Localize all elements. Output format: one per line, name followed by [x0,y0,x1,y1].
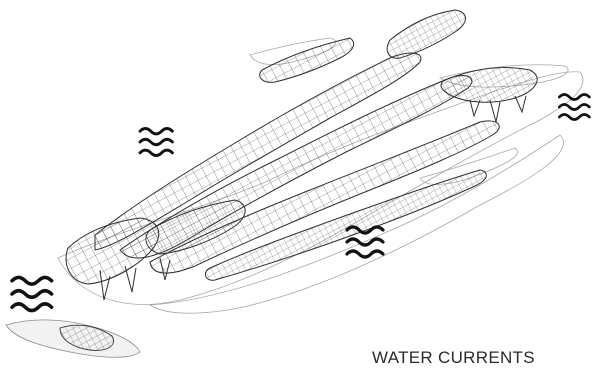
water-current-wave-icon [556,90,593,124]
water-current-wave-icon [342,222,392,262]
caption-label: WATER CURRENTS [372,348,535,368]
isolated-formation [6,320,140,357]
water-current-wave-icon [6,272,62,316]
water-current-wave-icon [136,124,180,160]
